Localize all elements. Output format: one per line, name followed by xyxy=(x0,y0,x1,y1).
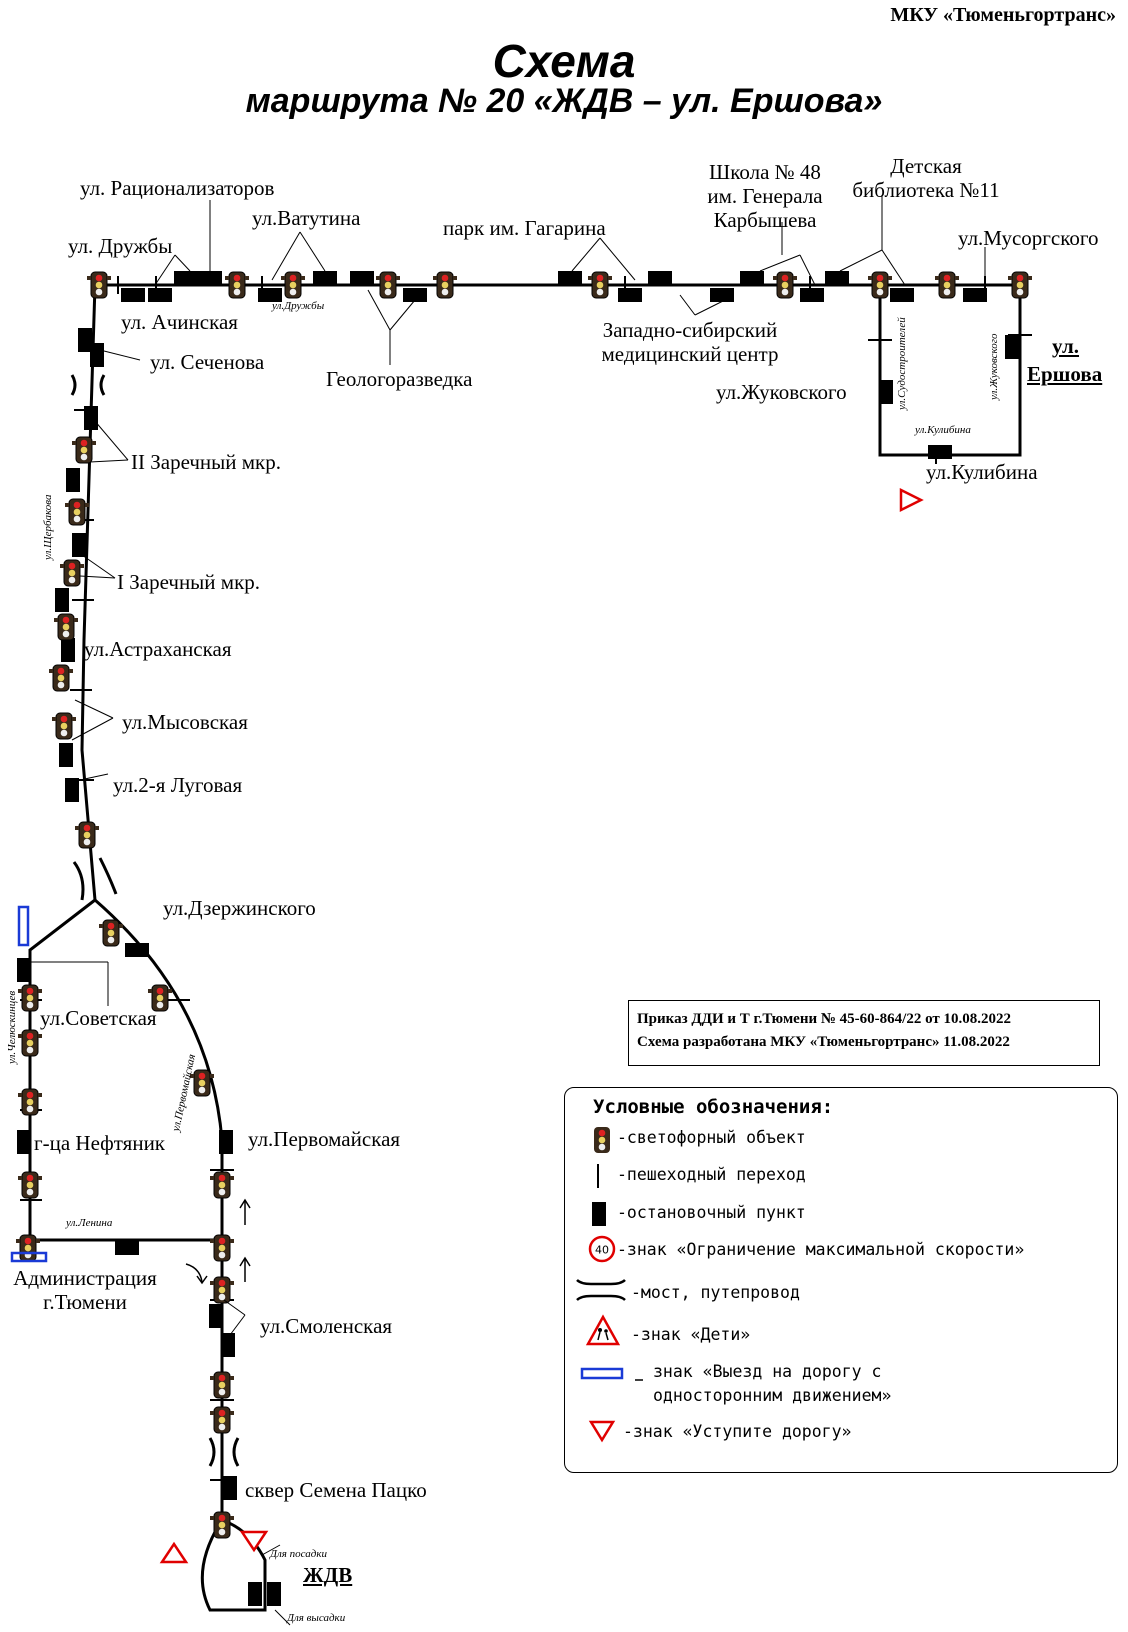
library-line-1: Детская xyxy=(890,154,962,178)
stop-label-vatutina: ул.Ватутина xyxy=(252,206,361,230)
stop-label-mysovskaya: ул.Мысовская xyxy=(122,710,248,734)
one-way-road-icon xyxy=(10,905,48,1263)
terminal-label-zhdv: ЖДВ xyxy=(303,1563,353,1587)
page-title: Схема xyxy=(492,35,636,87)
legend-box: Условные обозначения: -светофорный объек… xyxy=(564,1087,1118,1473)
stop-label-druzhby: ул. Дружбы xyxy=(68,234,173,258)
stop-label-sechenova: ул. Сеченова xyxy=(150,350,265,374)
school-line-1: Школа № 48 xyxy=(709,160,821,184)
speed-limit-value: 40 xyxy=(595,1244,609,1257)
legend-title: Условные обозначения: xyxy=(593,1096,834,1118)
terminal-label-ershova-1: ул. xyxy=(1052,334,1080,358)
organization-name: МКУ «Тюменьгортранс» xyxy=(890,4,1116,26)
street-label-lenina: ул.Ленина xyxy=(66,1217,113,1229)
admin-line-2: г.Тюмени xyxy=(43,1290,127,1314)
medcenter-line-1: Западно-сибирский xyxy=(602,318,778,342)
order-line-2: Схема разработана МКУ «Тюменьгортранс» 1… xyxy=(637,1034,1010,1050)
legend-crossing: -пешеходный переход xyxy=(617,1165,806,1184)
stop-label-administration: Администрация г.Тюмени xyxy=(5,1266,165,1314)
stop-label-kulibina: ул.Кулибина xyxy=(926,460,1038,484)
library-line-2: библиотека №11 xyxy=(852,178,1000,202)
stop-label-library: Детская библиотека №11 xyxy=(836,154,1016,202)
legend-oneway-line-1: знак «Выезд на дорогу с xyxy=(653,1362,882,1381)
stop-label-musorgskogo: ул.Мусоргского xyxy=(958,226,1099,250)
stop-label-achinskaya: ул. Ачинская xyxy=(121,310,238,334)
stop-label-neftyanik: г-ца Нефтяник xyxy=(34,1131,166,1155)
legend-bridge: -мост, путепровод xyxy=(631,1283,800,1302)
stop-label-sovetskaya: ул.Советская xyxy=(40,1006,157,1030)
stop-label-lugovaya: ул.2-я Луговая xyxy=(113,773,243,797)
terminal-label-ershova-2: Ершова xyxy=(1027,362,1103,386)
page-subtitle: маршрута № 20 «ЖДВ – ул. Ершова» xyxy=(245,82,883,120)
legend-children: -знак «Дети» xyxy=(631,1325,751,1344)
order-box: Приказ ДДИ и Т г.Тюмени № 45-60-864/22 о… xyxy=(628,1000,1100,1066)
label-for-boarding: Для посадки xyxy=(270,1548,327,1560)
one-way-road-icon xyxy=(580,1367,643,1381)
speed-limit-icon: 40 xyxy=(588,1235,616,1263)
street-label-sudostroiteley: ул.Судостроителей xyxy=(896,317,908,410)
street-label-kulibina: ул.Кулибина xyxy=(915,424,971,436)
school-line-3: Карбышева xyxy=(713,208,817,232)
street-label-scherbakova: ул.Щербакова xyxy=(42,494,54,560)
street-label-druzhby: ул.Дружбы xyxy=(272,300,325,312)
admin-line-1: Администрация xyxy=(13,1266,157,1290)
school-line-2: им. Генерала xyxy=(707,184,823,208)
stop-label-racionalizatorov: ул. Рационализаторов xyxy=(80,176,275,200)
legend-speed-sign: -знак «Ограничение максимальной скорости… xyxy=(617,1240,1025,1259)
yield-sign-icon xyxy=(159,487,924,1564)
stop-label-medcenter: Западно-сибирский медицинский центр xyxy=(580,318,800,366)
bridges xyxy=(70,374,240,1467)
stop-label-astrahanskaya: ул.Астраханская xyxy=(84,637,232,661)
stop-label-zarechny-1: I Заречный мкр. xyxy=(117,570,261,594)
legend-oneway-line-2: односторонним движением» xyxy=(653,1386,892,1405)
legend-yield: -знак «Уступите дорогу» xyxy=(623,1422,852,1441)
order-line-1: Приказ ДДИ и Т г.Тюмени № 45-60-864/22 о… xyxy=(637,1011,1012,1027)
stop-label-smolenskaya: ул.Смоленская xyxy=(260,1314,393,1338)
stop-label-zarechny-2: II Заречный мкр. xyxy=(131,450,282,474)
stop-label-dzerzhinskogo: ул.Дзержинского xyxy=(163,896,316,920)
legend-stop: -остановочный пункт xyxy=(617,1203,806,1222)
legend-traffic-light: -светофорный объект xyxy=(617,1128,806,1147)
direction-arrows xyxy=(185,1198,251,1285)
pedestrian-crossing-icon xyxy=(597,1164,599,1188)
stop-label-school: Школа № 48 им. Генерала Карбышева xyxy=(690,160,840,232)
label-leader-lines xyxy=(30,195,986,1626)
traffic-light-icon xyxy=(594,1127,610,1153)
stop-label-geologorazvedka: Геологоразведка xyxy=(326,367,473,391)
stop-label-park: парк им. Гагарина xyxy=(443,216,606,240)
children-sign-icon xyxy=(585,1314,621,1346)
stop-label-skver: сквер Семена Пацко xyxy=(245,1478,427,1502)
street-label-zhukovskogo-vertical: ул.Жуковского xyxy=(988,333,1000,400)
medcenter-line-2: медицинский центр xyxy=(601,342,779,366)
street-label-chelyuskincev: ул.Челюскинцев xyxy=(6,990,18,1064)
yield-sign-icon xyxy=(588,1420,616,1443)
stop-label-zhukovskogo: ул.Жуковского xyxy=(716,380,847,404)
bridge-icon xyxy=(576,1279,626,1301)
label-for-alighting: Для высадки xyxy=(287,1612,346,1624)
stop-label-pervomayskaya: ул.Первомайская xyxy=(248,1127,401,1151)
bus-stop-icon xyxy=(592,1202,606,1226)
